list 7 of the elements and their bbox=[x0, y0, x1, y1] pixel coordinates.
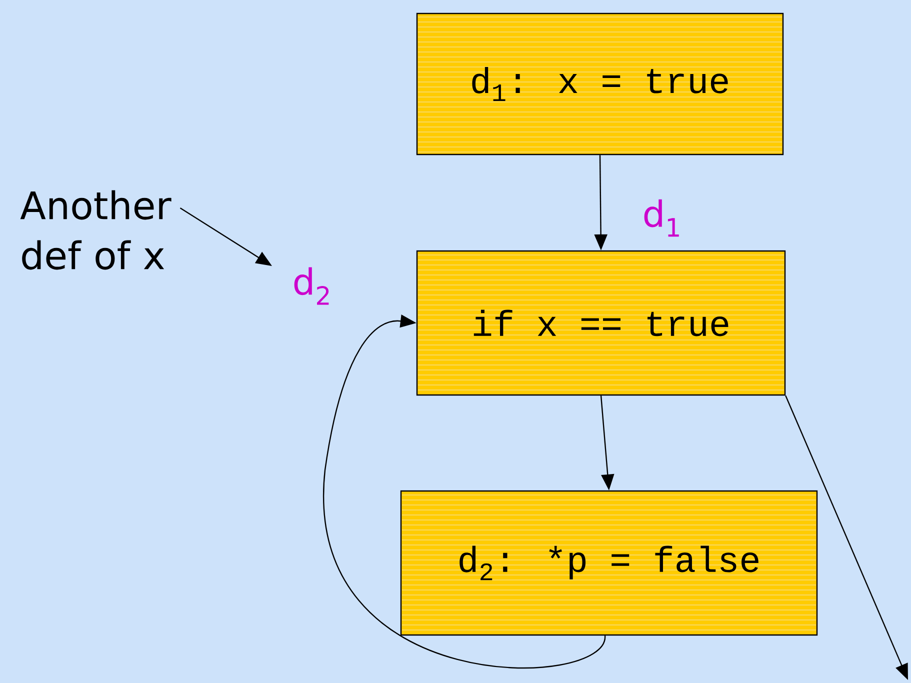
edge-label: d$_{2}$ bbox=[294, 267, 329, 305]
code-box: if x == true bbox=[416, 250, 786, 396]
code-box: d$_{2}$: *p = false bbox=[400, 490, 818, 636]
arrow bbox=[324, 314, 606, 668]
code-box: d$_{1}$: x = true bbox=[416, 12, 784, 156]
note-text: Another def of x bbox=[20, 190, 172, 270]
edge-label: d$_{1}$ bbox=[644, 199, 679, 237]
